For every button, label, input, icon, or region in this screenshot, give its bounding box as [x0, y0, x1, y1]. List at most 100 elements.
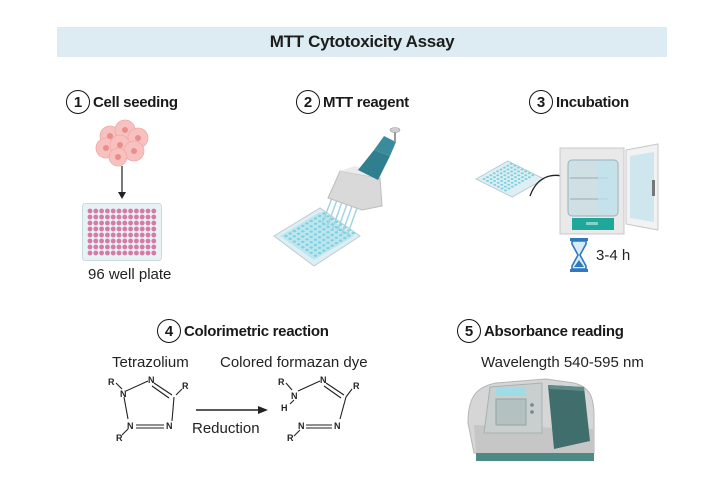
- well: [309, 225, 313, 228]
- well: [313, 238, 318, 241]
- well: [330, 244, 334, 247]
- well: [93, 208, 99, 214]
- step-4-header: 4 Colorimetric reaction: [157, 319, 329, 343]
- svg-text:R: R: [353, 381, 360, 391]
- svg-text:N: N: [291, 391, 298, 401]
- well: [520, 176, 524, 179]
- well: [301, 240, 305, 244]
- well: [514, 183, 518, 186]
- well: [99, 214, 104, 220]
- well: [292, 235, 297, 238]
- step-5-label: Absorbance reading: [484, 322, 624, 340]
- well: [507, 179, 511, 182]
- well: [524, 178, 528, 180]
- well: [309, 235, 313, 239]
- well: [500, 187, 504, 190]
- well: [134, 238, 139, 244]
- well: [510, 178, 514, 180]
- step-number-badge: 4: [157, 319, 181, 343]
- well: [116, 232, 122, 238]
- well: [496, 181, 500, 184]
- well: [499, 168, 503, 171]
- well: [301, 246, 305, 249]
- title-banner: MTT Cytotoxicity Assay: [57, 27, 667, 57]
- well: [326, 236, 330, 239]
- well: [506, 172, 510, 175]
- well: [521, 179, 525, 182]
- well: [313, 217, 318, 220]
- well: [134, 208, 139, 214]
- well: [296, 232, 301, 235]
- well: [87, 238, 93, 244]
- well: [313, 254, 318, 257]
- well: [151, 226, 157, 232]
- svg-text:N: N: [148, 375, 155, 385]
- wavelength-label: Wavelength 540-595 nm: [481, 354, 644, 371]
- well: [351, 231, 355, 235]
- well: [128, 250, 133, 256]
- well: [288, 232, 292, 235]
- well: [110, 250, 116, 256]
- well: [122, 208, 128, 214]
- reaction-arrow-icon: [196, 406, 268, 414]
- well: [145, 232, 151, 238]
- well: [296, 243, 301, 246]
- well: [116, 244, 122, 250]
- well: [151, 238, 157, 244]
- well: [334, 236, 339, 239]
- svg-text:N: N: [334, 421, 341, 431]
- well: [326, 241, 330, 244]
- well: [504, 189, 508, 192]
- well: [116, 214, 122, 220]
- well: [134, 220, 139, 226]
- well: [322, 233, 326, 236]
- well: [322, 249, 326, 252]
- well: [492, 176, 496, 179]
- well: [524, 170, 528, 173]
- well: [514, 179, 518, 182]
- step-4-label: Colorimetric reaction: [184, 322, 329, 340]
- well: [322, 244, 326, 247]
- well: [139, 244, 145, 250]
- well: [486, 179, 490, 182]
- well: [105, 232, 110, 238]
- well: [93, 250, 99, 256]
- well: [296, 227, 301, 230]
- well: [502, 166, 506, 169]
- well: [520, 172, 524, 175]
- step-number-badge: 1: [66, 90, 90, 114]
- well: [128, 226, 133, 232]
- well: [507, 187, 511, 190]
- reactant-label: Tetrazolium: [112, 354, 189, 371]
- well: [330, 239, 334, 242]
- well: [305, 248, 309, 252]
- well: [110, 232, 116, 238]
- well: [134, 232, 139, 238]
- tetrazolium-structure: R N N R N N R: [108, 375, 189, 443]
- well: [134, 214, 139, 220]
- well: [93, 220, 99, 226]
- well: [503, 185, 507, 188]
- well: [87, 208, 93, 214]
- well: [338, 234, 343, 237]
- step-2-label: MTT reagent: [323, 93, 409, 111]
- well: [99, 232, 104, 238]
- well: [116, 208, 122, 214]
- well: [116, 238, 122, 244]
- well: [507, 183, 511, 186]
- svg-text:R: R: [278, 377, 285, 387]
- well: [309, 251, 313, 254]
- well: [145, 244, 151, 250]
- well: [134, 250, 139, 256]
- well: [510, 170, 514, 173]
- well: [517, 170, 521, 173]
- well: [322, 212, 326, 215]
- well: [517, 181, 521, 184]
- well: [139, 238, 145, 244]
- incubator-icon: [559, 143, 659, 235]
- well: [305, 238, 309, 241]
- well: [330, 217, 334, 221]
- well: [517, 178, 521, 180]
- well: [506, 176, 510, 179]
- well: [334, 226, 339, 229]
